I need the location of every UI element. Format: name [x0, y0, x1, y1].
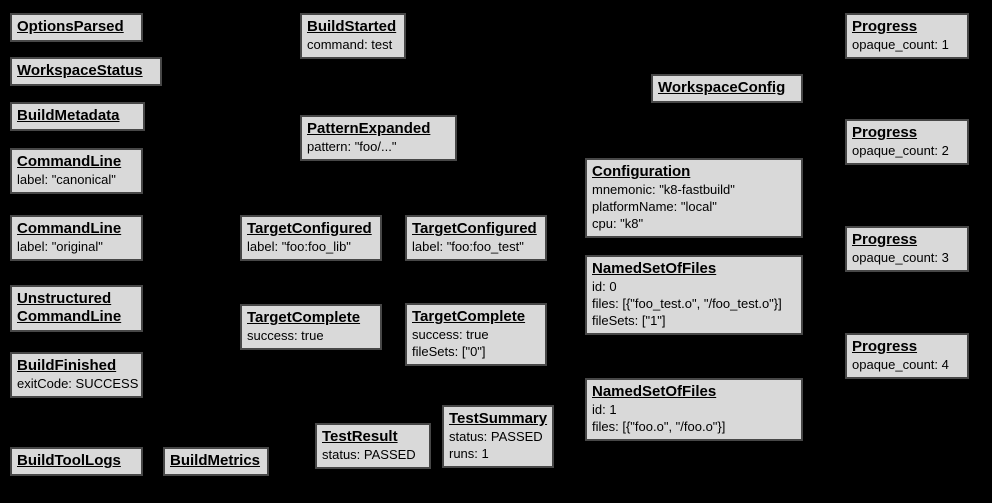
node-title: CommandLine	[17, 220, 122, 237]
node-options-parsed: OptionsParsed	[10, 13, 143, 42]
node-detail: exitCode: SUCCESS	[17, 376, 139, 391]
node-title: NamedSetOfFiles	[592, 383, 717, 400]
node-detail: success: true	[412, 327, 489, 342]
node-command-line-canonical: CommandLine label: "canonical"	[10, 148, 143, 194]
node-title: TargetComplete	[412, 308, 526, 325]
node-detail: label: "original"	[17, 239, 103, 254]
node-title: CommandLine	[17, 153, 122, 170]
node-progress-2: Progress opaque_count: 2	[845, 119, 969, 165]
node-build-metadata: BuildMetadata	[10, 102, 145, 131]
node-detail: files: [{"foo_test.o", "/foo_test.o"}]	[592, 296, 782, 311]
node-detail: opaque_count: 1	[852, 37, 949, 52]
node-title: OptionsParsed	[17, 18, 124, 35]
node-detail: command: test	[307, 37, 393, 52]
node-title: TestResult	[322, 428, 398, 445]
node-target-complete-foo-test: TargetComplete success: true fileSets: […	[405, 303, 547, 366]
node-named-set-of-files-0: NamedSetOfFiles id: 0 files: [{"foo_test…	[585, 255, 803, 335]
node-title: BuildToolLogs	[17, 452, 121, 469]
node-detail: label: "canonical"	[17, 172, 116, 187]
node-detail: mnemonic: "k8-fastbuild"	[592, 182, 735, 197]
node-title: BuildStarted	[307, 18, 397, 35]
node-detail: fileSets: ["1"]	[592, 313, 666, 328]
node-detail: status: PASSED	[449, 429, 543, 444]
node-title: BuildMetrics	[170, 452, 261, 469]
node-test-result: TestResult status: PASSED	[315, 423, 431, 469]
node-title: TargetConfigured	[247, 220, 372, 237]
node-test-summary: TestSummary status: PASSED runs: 1	[442, 405, 554, 468]
node-title: Progress	[852, 231, 918, 248]
node-title: BuildMetadata	[17, 107, 120, 124]
node-detail: id: 1	[592, 402, 617, 417]
node-build-started: BuildStarted command: test	[300, 13, 406, 59]
node-title: Unstructured CommandLine	[17, 290, 122, 325]
node-build-metrics: BuildMetrics	[163, 447, 269, 476]
node-title: BuildFinished	[17, 357, 117, 374]
node-progress-3: Progress opaque_count: 3	[845, 226, 969, 272]
node-detail: opaque_count: 2	[852, 143, 949, 158]
node-title: Progress	[852, 338, 918, 355]
node-detail: cpu: "k8"	[592, 216, 644, 231]
node-title: NamedSetOfFiles	[592, 260, 717, 277]
node-detail: runs: 1	[449, 446, 489, 461]
node-build-finished: BuildFinished exitCode: SUCCESS	[10, 352, 143, 398]
node-detail: label: "foo:foo_lib"	[247, 239, 351, 254]
node-detail: files: [{"foo.o", "/foo.o"}]	[592, 419, 726, 434]
node-title: TargetComplete	[247, 309, 361, 326]
node-detail: status: PASSED	[322, 447, 416, 462]
node-title: Progress	[852, 18, 918, 35]
node-title: Configuration	[592, 163, 691, 180]
node-detail: opaque_count: 4	[852, 357, 949, 372]
node-progress-4: Progress opaque_count: 4	[845, 333, 969, 379]
node-detail: opaque_count: 3	[852, 250, 949, 265]
node-detail: label: "foo:foo_test"	[412, 239, 524, 254]
node-detail: id: 0	[592, 279, 617, 294]
node-command-line-original: CommandLine label: "original"	[10, 215, 143, 261]
node-pattern-expanded: PatternExpanded pattern: "foo/..."	[300, 115, 457, 161]
node-named-set-of-files-1: NamedSetOfFiles id: 1 files: [{"foo.o", …	[585, 378, 803, 441]
node-title: Progress	[852, 124, 918, 141]
node-detail: pattern: "foo/..."	[307, 139, 397, 154]
node-title: TestSummary	[449, 410, 548, 427]
node-build-tool-logs: BuildToolLogs	[10, 447, 143, 476]
node-title: WorkspaceStatus	[17, 62, 143, 79]
node-detail: success: true	[247, 328, 324, 343]
node-configuration: Configuration mnemonic: "k8-fastbuild" p…	[585, 158, 803, 238]
node-target-complete-foo-lib: TargetComplete success: true	[240, 304, 382, 350]
node-title: TargetConfigured	[412, 220, 537, 237]
node-progress-1: Progress opaque_count: 1	[845, 13, 969, 59]
node-title: WorkspaceConfig	[658, 79, 786, 96]
node-target-configured-foo-lib: TargetConfigured label: "foo:foo_lib"	[240, 215, 382, 261]
node-unstructured-command-line: Unstructured CommandLine	[10, 285, 143, 332]
node-title: PatternExpanded	[307, 120, 431, 137]
node-detail: fileSets: ["0"]	[412, 344, 486, 359]
node-workspace-status: WorkspaceStatus	[10, 57, 162, 86]
node-detail: platformName: "local"	[592, 199, 717, 214]
node-target-configured-foo-test: TargetConfigured label: "foo:foo_test"	[405, 215, 547, 261]
node-workspace-config: WorkspaceConfig	[651, 74, 803, 103]
